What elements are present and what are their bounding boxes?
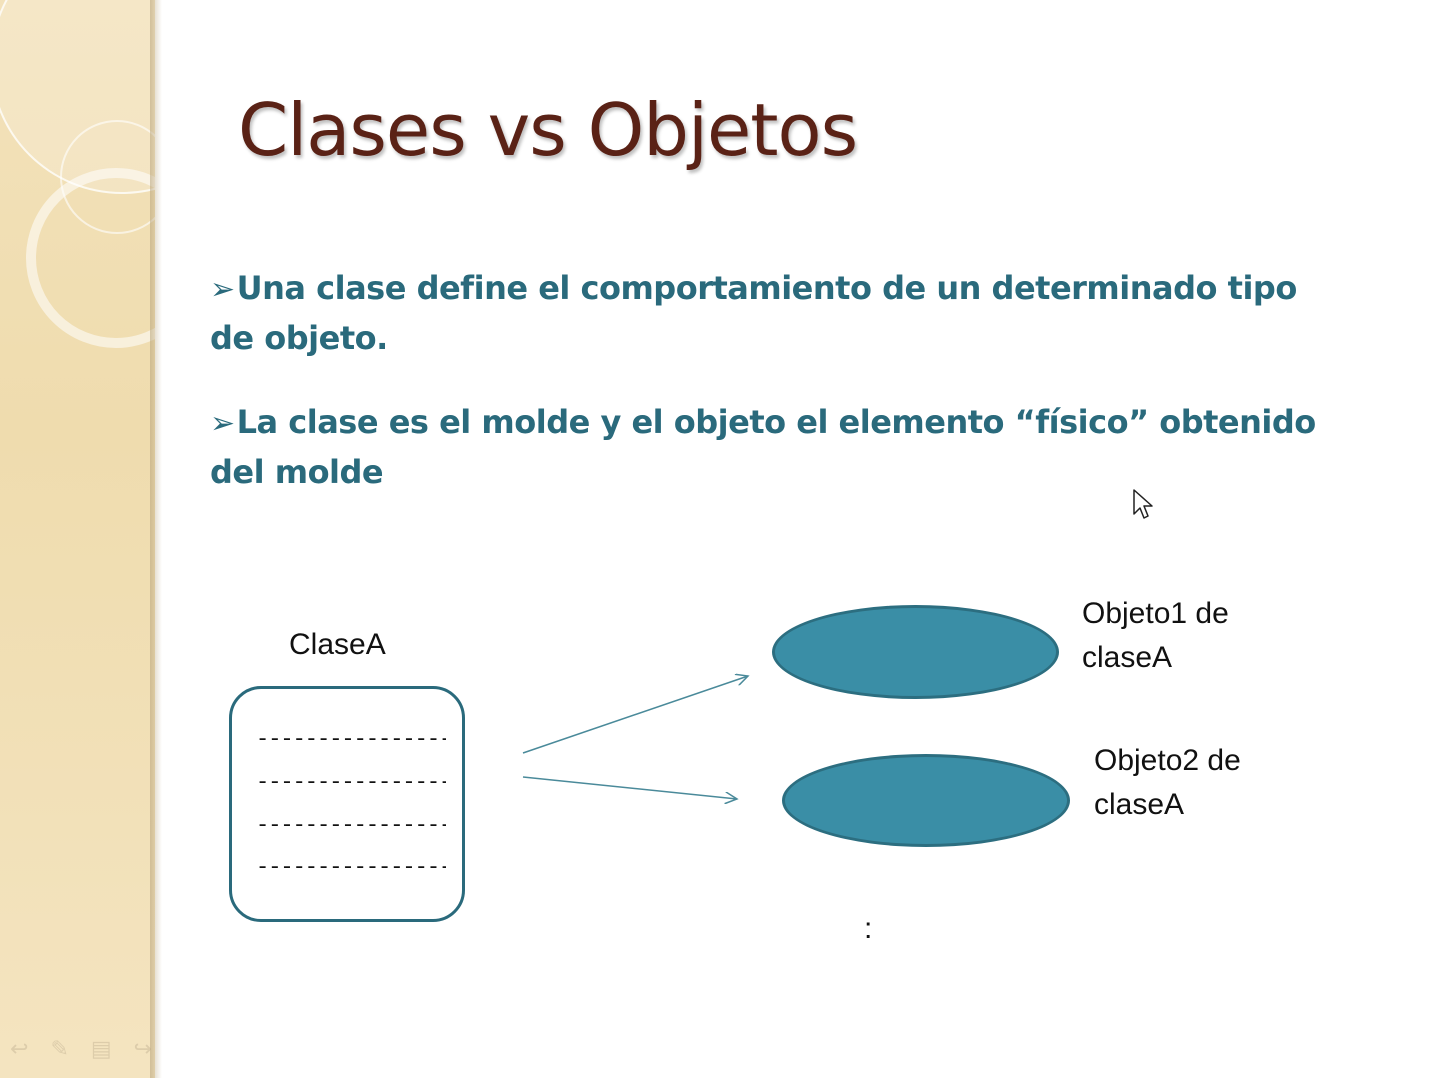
slide-title: Clases vs Objetos	[238, 88, 858, 172]
bullet-item: ➢Una clase define el comportamiento de u…	[210, 264, 1330, 362]
object1-label-line2: claseA	[1082, 641, 1173, 674]
object2-label-line1: Objeto2 de	[1094, 744, 1241, 777]
decorative-side-band: ↩ ✎ ▤ ↪	[0, 0, 254, 1078]
pen-icon[interactable]: ✎	[50, 1037, 69, 1062]
menu-icon[interactable]: ▤	[90, 1037, 112, 1062]
class-box: ---------------- ---------------- ------…	[229, 686, 465, 922]
bullet-text: Una clase define el comportamiento de un…	[210, 269, 1297, 357]
class-member-line: ----------------	[256, 770, 446, 795]
forward-icon[interactable]: ↪	[133, 1037, 153, 1062]
mouse-pointer-icon	[1133, 489, 1153, 519]
class-member-line: ----------------	[256, 855, 446, 880]
object1-ellipse	[772, 605, 1059, 699]
bullet-arrow-icon: ➢	[210, 406, 235, 441]
bullet-list: ➢Una clase define el comportamiento de u…	[210, 264, 1330, 532]
object2-label-line2: claseA	[1094, 788, 1185, 821]
slideshow-nav: ↩ ✎ ▤ ↪	[10, 1037, 152, 1062]
object1-label-line1: Objeto1 de	[1082, 597, 1229, 630]
bullet-arrow-icon: ➢	[210, 272, 235, 307]
class-member-line: ----------------	[256, 813, 446, 838]
class-label: ClaseA	[289, 628, 386, 661]
object2-label: Objeto2 de claseA	[1094, 739, 1241, 827]
arrow-to-object2	[522, 776, 737, 799]
arrow-to-object1	[522, 676, 748, 754]
decorative-ring	[26, 168, 206, 348]
object2-ellipse	[782, 754, 1070, 847]
back-icon[interactable]: ↩	[10, 1037, 29, 1062]
object1-label: Objeto1 de claseA	[1082, 592, 1229, 680]
band-shadow	[150, 0, 162, 1078]
class-member-line: ----------------	[256, 727, 446, 752]
bullet-item: ➢La clase es el molde y el objeto el ele…	[210, 398, 1330, 496]
bullet-text: La clase es el molde y el objeto el elem…	[210, 403, 1316, 491]
more-objects-ellipsis: :	[864, 912, 873, 945]
